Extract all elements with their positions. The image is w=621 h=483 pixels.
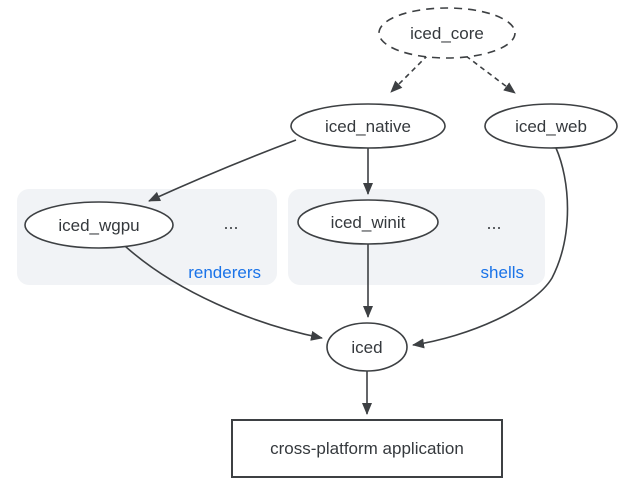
edge-iced-native-to-iced-wgpu [148, 139, 297, 202]
node-iced: iced [326, 322, 408, 372]
edge-iced-core-to-iced-web [465, 55, 516, 94]
node-iced-core: iced_core [378, 7, 516, 59]
iced-wgpu-label: iced_wgpu [58, 216, 139, 235]
node-iced-wgpu: iced_wgpu [24, 201, 174, 249]
iced-core-ellipse [378, 7, 516, 59]
shells-group-label: shells [481, 263, 524, 282]
application-rect [231, 419, 503, 478]
iced-winit-label: iced_winit [331, 213, 406, 232]
node-iced-web: iced_web [484, 103, 618, 149]
node-iced-winit: iced_winit [297, 199, 439, 245]
edge-iced-wgpu-to-iced [124, 245, 323, 341]
shells-ellipsis: ... [486, 213, 501, 233]
iced-ellipse [326, 322, 408, 372]
renderers-ellipsis: ... [223, 213, 238, 233]
node-iced-native: iced_native [290, 103, 446, 149]
iced-winit-ellipse [297, 199, 439, 245]
iced-native-ellipse [290, 103, 446, 149]
edge-iced-web-to-iced [412, 147, 569, 349]
iced-core-label: iced_core [410, 24, 484, 43]
node-application: cross-platform application [231, 419, 503, 478]
iced-native-label: iced_native [325, 117, 411, 136]
iced-web-ellipse [484, 103, 618, 149]
application-label: cross-platform application [270, 439, 464, 458]
iced-web-label: iced_web [515, 117, 587, 136]
edge-iced-core-to-iced-native [390, 54, 429, 93]
renderers-group-label: renderers [188, 263, 261, 282]
iced-wgpu-ellipse [24, 201, 174, 249]
iced-label: iced [351, 338, 382, 357]
